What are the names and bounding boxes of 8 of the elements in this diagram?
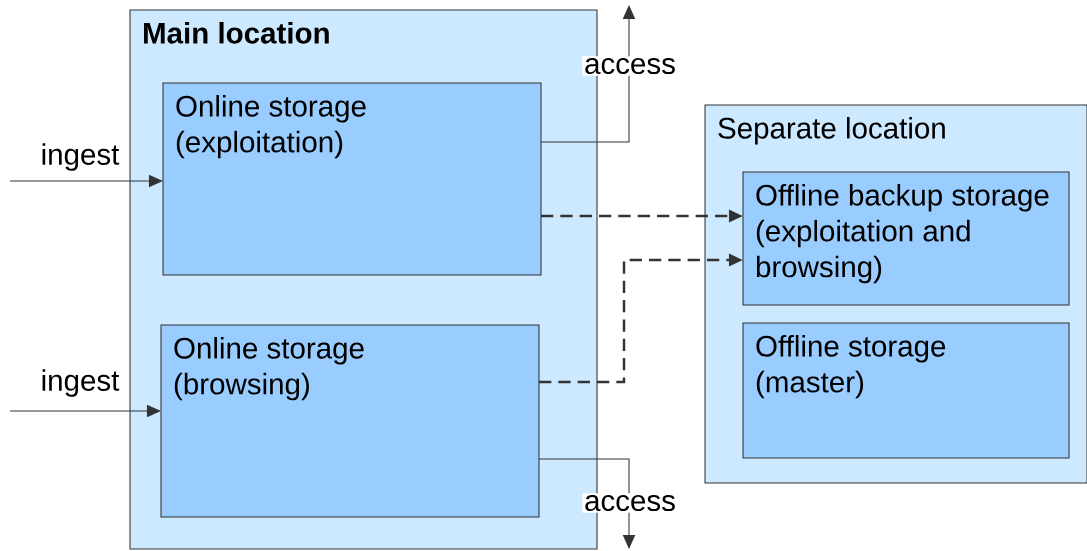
storage-box: Online storage (exploitation) <box>162 82 542 276</box>
storage-box: Offline storage (master) <box>742 322 1070 459</box>
storage-box: Offline backup storage (exploitation and browsing) <box>742 171 1070 306</box>
edge-label: access <box>582 56 678 76</box>
edge-label: access <box>582 493 678 513</box>
edge-label: ingest <box>38 141 122 173</box>
edge-label: ingest <box>38 367 122 399</box>
storage-box: Online storage (browsing) <box>160 324 540 518</box>
